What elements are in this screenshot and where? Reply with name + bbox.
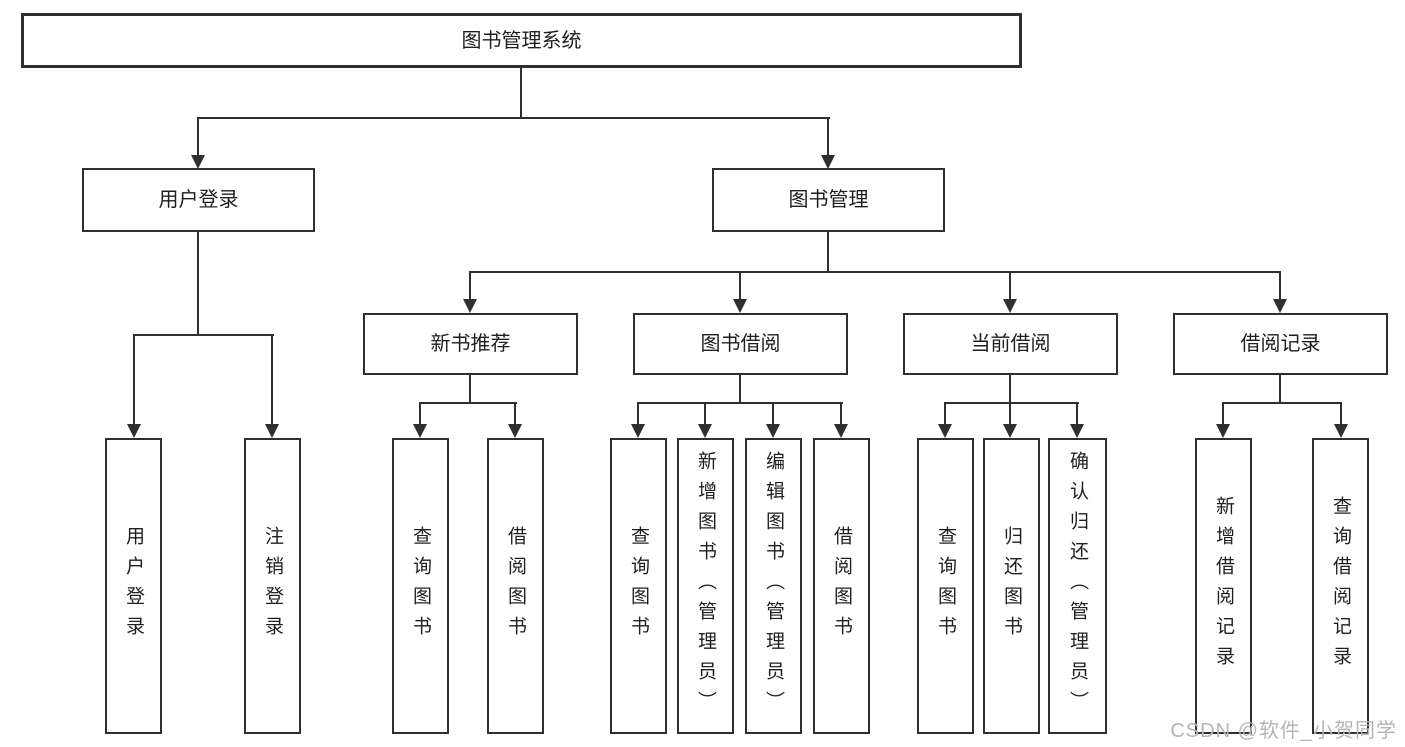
connector-line <box>739 271 741 301</box>
leaf-add-book-admin: 新增图书（管理员） <box>677 438 734 734</box>
arrowhead-down-icon <box>463 299 477 313</box>
arrowhead-down-icon <box>733 299 747 313</box>
connector-line <box>1009 271 1011 301</box>
arrowhead-down-icon <box>766 424 780 438</box>
connector-line <box>772 402 774 426</box>
arrowhead-down-icon <box>938 424 952 438</box>
connector-line <box>637 402 639 426</box>
connector-line <box>469 271 1281 273</box>
leaf-add-borrow-record: 新增借阅记录 <box>1195 438 1252 734</box>
connector-line <box>197 117 199 157</box>
connector-line <box>827 117 829 157</box>
connector-line <box>271 334 273 426</box>
connector-line <box>419 402 517 404</box>
leaf-user-login: 用户登录 <box>105 438 162 734</box>
node-borrowing-records: 借阅记录 <box>1173 313 1388 375</box>
node-current-borrowing: 当前借阅 <box>903 313 1118 375</box>
connector-line <box>419 402 421 426</box>
watermark-text: CSDN @软件_小贺同学 <box>1170 720 1397 742</box>
connector-line <box>520 68 522 119</box>
connector-line <box>944 402 1079 404</box>
arrowhead-down-icon <box>1070 424 1084 438</box>
connector-line <box>944 402 946 426</box>
node-new-book-recommendation: 新书推荐 <box>363 313 578 375</box>
connector-line <box>1279 375 1281 404</box>
node-book-borrowing: 图书借阅 <box>633 313 848 375</box>
leaf-borrow-books-recommend: 借阅图书 <box>487 438 544 734</box>
node-library-management-system: 图书管理系统 <box>21 13 1022 68</box>
arrowhead-down-icon <box>1334 424 1348 438</box>
connector-line <box>739 375 741 404</box>
connector-line <box>1222 402 1224 426</box>
connector-line <box>469 271 471 301</box>
connector-line <box>1009 375 1011 404</box>
leaf-borrow-books-borrowing: 借阅图书 <box>813 438 870 734</box>
connector-line <box>514 402 516 426</box>
leaf-query-books-current: 查询图书 <box>917 438 974 734</box>
arrowhead-down-icon <box>1003 299 1017 313</box>
arrowhead-down-icon <box>834 424 848 438</box>
leaf-query-books-recommend: 查询图书 <box>392 438 449 734</box>
connector-line <box>1340 402 1342 426</box>
leaf-edit-book-admin: 编辑图书（管理员） <box>745 438 802 734</box>
connector-line <box>1076 402 1078 426</box>
leaf-query-borrow-record: 查询借阅记录 <box>1312 438 1369 734</box>
arrowhead-down-icon <box>265 424 279 438</box>
connector-line <box>1009 402 1011 426</box>
arrowhead-down-icon <box>631 424 645 438</box>
arrowhead-down-icon <box>821 155 835 169</box>
connector-line <box>840 402 842 426</box>
arrowhead-down-icon <box>1273 299 1287 313</box>
connector-line <box>133 334 135 426</box>
arrowhead-down-icon <box>508 424 522 438</box>
connector-line <box>1222 402 1342 404</box>
leaf-query-books-borrowing: 查询图书 <box>610 438 667 734</box>
connector-line <box>1279 271 1281 301</box>
arrowhead-down-icon <box>191 155 205 169</box>
arrowhead-down-icon <box>413 424 427 438</box>
connector-line <box>133 334 274 336</box>
connector-line <box>197 231 199 336</box>
leaf-confirm-return-admin: 确认归还（管理员） <box>1048 438 1107 734</box>
connector-line <box>469 375 471 404</box>
arrowhead-down-icon <box>1003 424 1017 438</box>
arrowhead-down-icon <box>1216 424 1230 438</box>
arrowhead-down-icon <box>698 424 712 438</box>
connector-line <box>637 402 843 404</box>
arrowhead-down-icon <box>127 424 141 438</box>
connector-line <box>197 117 830 119</box>
connector-line <box>704 402 706 426</box>
leaf-logout: 注销登录 <box>244 438 301 734</box>
connector-line <box>827 231 829 273</box>
node-book-management: 图书管理 <box>712 168 945 232</box>
node-user-login: 用户登录 <box>82 168 315 232</box>
leaf-return-books: 归还图书 <box>983 438 1040 734</box>
